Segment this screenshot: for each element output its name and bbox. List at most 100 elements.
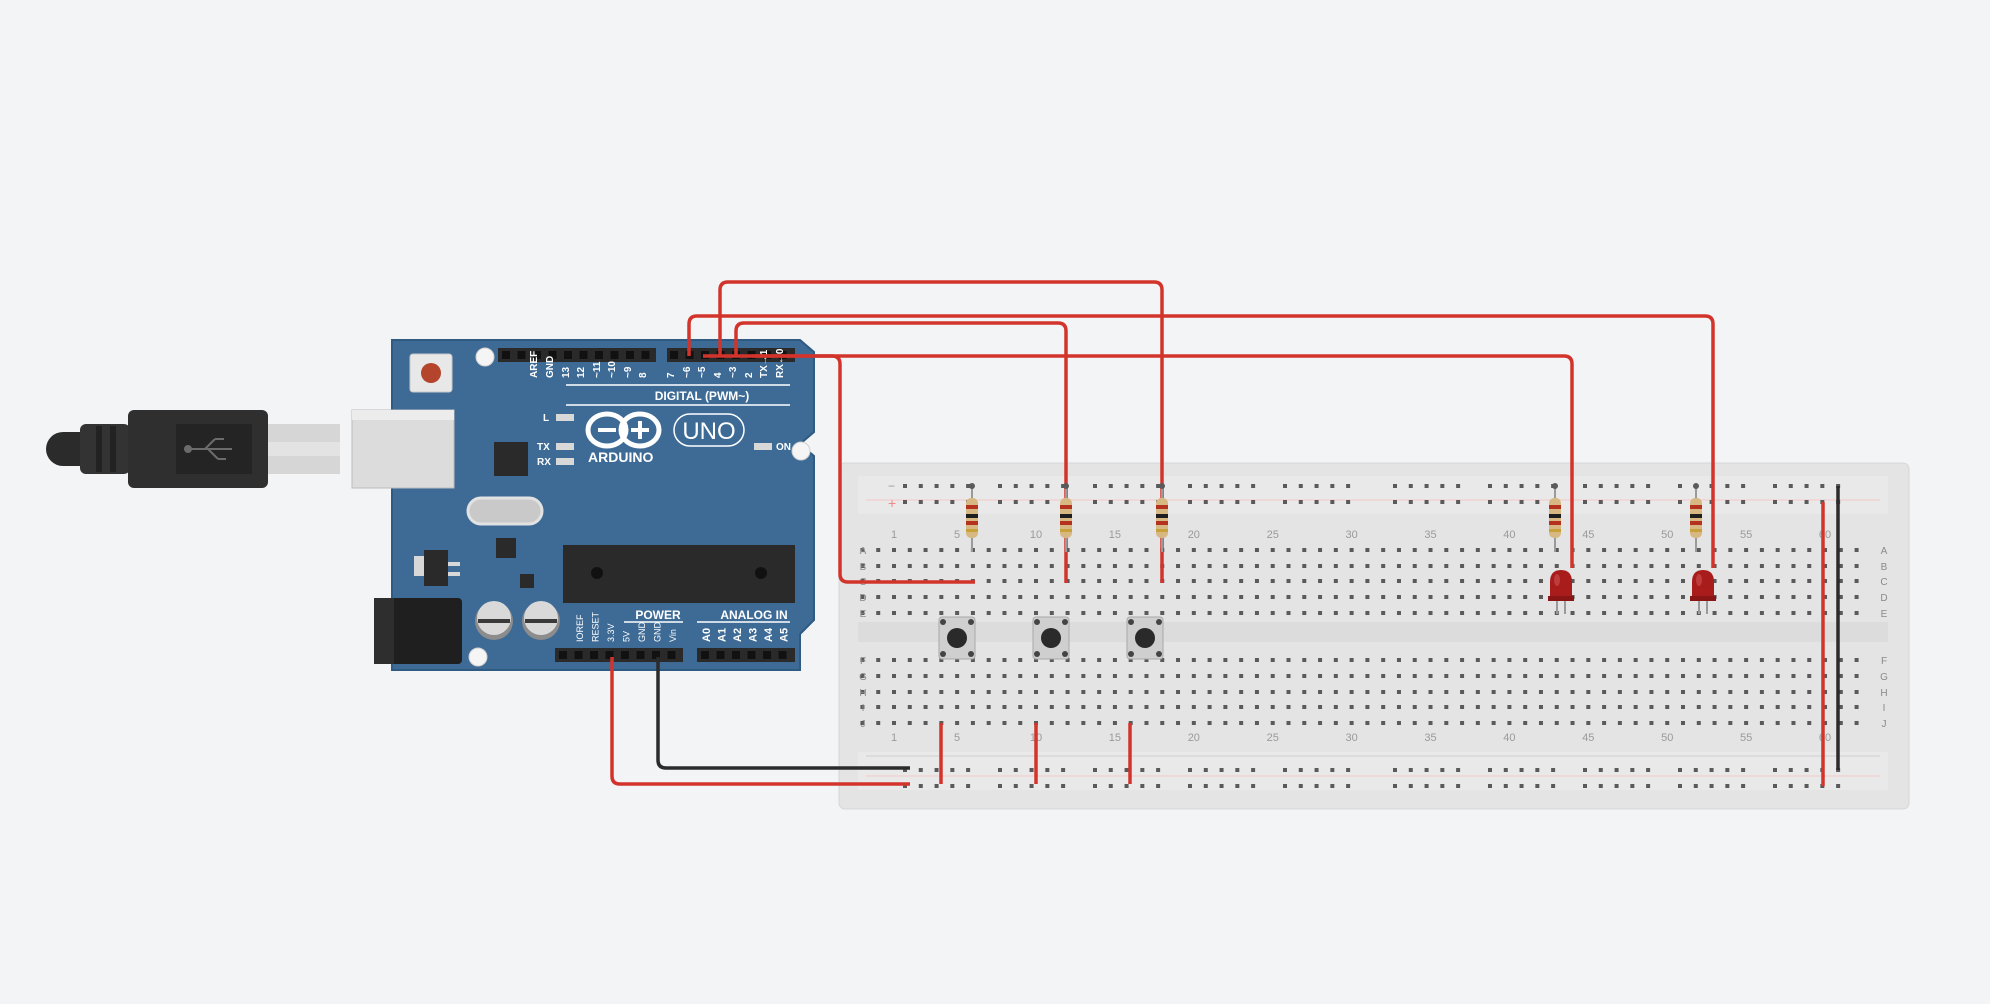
row-letter: G: [1880, 672, 1888, 683]
digital-pin-label: 12: [576, 366, 587, 378]
resistor[interactable]: [966, 483, 978, 552]
column-number: 50: [1661, 529, 1673, 541]
arduino-uno-board[interactable]: L TX RX ON ARDUINO UNO DIGITAL (PWM~) AR…: [351, 339, 815, 671]
column-number: 1: [891, 732, 897, 744]
power-pin-label: 3.3V: [606, 623, 616, 642]
uno-model-label: UNO: [682, 418, 735, 445]
digital-pin-label: ~6: [682, 366, 693, 378]
wires[interactable]: [610, 280, 1840, 786]
resistor[interactable]: [1549, 483, 1561, 552]
digital-pwm-label: DIGITAL (PWM~): [655, 389, 750, 403]
digital-pin-label: ~3: [728, 366, 739, 378]
digital-pin-label: 7: [666, 372, 677, 378]
analog-in-label: ANALOG IN: [720, 608, 787, 622]
row-letter: G: [859, 672, 867, 683]
analog-pin-label: A3: [748, 628, 760, 642]
on-led: [754, 443, 772, 450]
capacitor: [475, 601, 513, 640]
on-label: ON: [776, 442, 791, 453]
row-letter: E: [1881, 609, 1888, 620]
arduino-brand-label: ARDUINO: [588, 449, 653, 465]
row-letter: D: [859, 593, 866, 604]
pushbutton[interactable]: [1126, 616, 1164, 660]
wire-d6-to-led2[interactable]: [687, 314, 1715, 568]
usb-cable[interactable]: [46, 410, 340, 488]
red-led[interactable]: [1690, 570, 1716, 614]
digital-pin-label: ~9: [623, 366, 634, 378]
crystal-oscillator: [466, 496, 544, 526]
power-pin-label: GND: [653, 622, 663, 643]
column-number: 15: [1109, 732, 1121, 744]
row-letter: H: [859, 688, 866, 699]
row-letter: J: [861, 719, 866, 730]
bottom-pin-holes: [559, 651, 787, 659]
red-led[interactable]: [1548, 570, 1574, 614]
capacitor: [522, 601, 560, 640]
row-letter: I: [1883, 703, 1886, 714]
column-number: 20: [1188, 529, 1200, 541]
dc-power-jack: [374, 598, 462, 664]
leds[interactable]: [1548, 570, 1716, 614]
wire-d4-to-resistor3[interactable]: [718, 280, 1164, 583]
pushbutton[interactable]: [938, 616, 976, 660]
column-number: 60: [1819, 732, 1831, 744]
reset-button-icon[interactable]: [409, 353, 453, 393]
mounting-hole: [475, 347, 495, 367]
mounting-hole: [468, 647, 488, 667]
tx-led: [556, 443, 574, 450]
row-letter: C: [1880, 577, 1887, 588]
digital-pin-label: ~11: [592, 361, 603, 378]
column-number: 45: [1582, 732, 1594, 744]
row-letter: H: [1880, 688, 1887, 699]
usb-b-port: [351, 409, 455, 489]
power-header: [555, 648, 683, 662]
digital-pin-label: RX←0: [775, 348, 786, 378]
column-number: 55: [1740, 529, 1752, 541]
column-number: 35: [1424, 732, 1436, 744]
column-number: 5: [954, 529, 960, 541]
small-chip: [520, 574, 534, 588]
usb-icon: [184, 438, 232, 460]
breadboard[interactable]: − + 115510101515202025253030353540404545…: [838, 462, 1910, 810]
row-letter: D: [1880, 593, 1887, 604]
analog-pin-label: A0: [701, 628, 713, 642]
column-number: 30: [1345, 732, 1357, 744]
pushbutton[interactable]: [1032, 616, 1070, 660]
analog-pin-label: A1: [717, 628, 729, 642]
resistor[interactable]: [1690, 483, 1702, 552]
wire-3v3-to-rail[interactable]: [610, 657, 910, 786]
resistor[interactable]: [1060, 483, 1072, 552]
column-number: 25: [1267, 529, 1279, 541]
mounting-hole: [791, 441, 811, 461]
small-chip: [496, 538, 516, 558]
digital-pin-label: 13: [561, 366, 572, 378]
column-number: 5: [954, 732, 960, 744]
tx-label: TX: [537, 442, 550, 453]
digital-pin-label: GND: [545, 356, 556, 378]
rail-plus-label: +: [888, 495, 896, 511]
wire-d5-to-led1[interactable]: [703, 354, 1574, 568]
column-number: 35: [1424, 529, 1436, 541]
column-number: 50: [1661, 732, 1673, 744]
digital-pin-label: ~5: [697, 366, 708, 378]
rx-led: [556, 458, 574, 465]
power-pin-label: GND: [637, 622, 647, 643]
digital-pin-label: 8: [638, 372, 649, 378]
voltage-regulator: [414, 550, 460, 586]
wire-gnd-to-rail[interactable]: [656, 657, 910, 770]
power-label: POWER: [635, 608, 681, 622]
column-number: 40: [1503, 529, 1515, 541]
row-letter: F: [860, 656, 866, 667]
resistors[interactable]: [966, 483, 1702, 552]
power-pin-label: RESET: [591, 611, 601, 642]
column-number: 20: [1188, 732, 1200, 744]
resistor[interactable]: [1156, 483, 1168, 552]
wire-d3-to-resistor2[interactable]: [734, 321, 1068, 583]
pushbuttons[interactable]: [938, 616, 1164, 660]
column-number: 55: [1740, 732, 1752, 744]
row-letter: B: [1881, 562, 1888, 573]
row-letter: E: [860, 609, 867, 620]
row-letter: F: [1881, 656, 1887, 667]
wire-d2-to-button1[interactable]: [752, 354, 975, 584]
